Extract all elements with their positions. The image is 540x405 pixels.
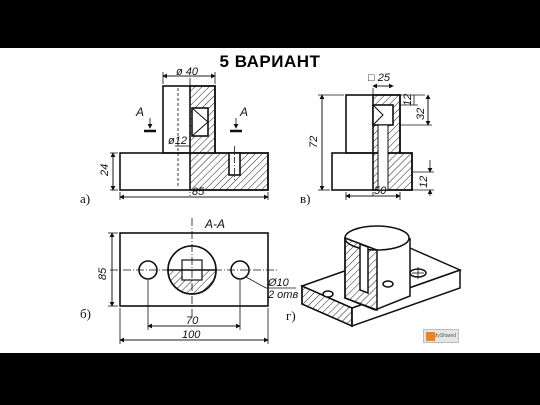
dim-v-12-top: 12 [402, 94, 414, 106]
dim-v-sq25: □ 25 [368, 72, 391, 84]
dim-b-d10: Ø10 [267, 277, 290, 289]
view-b-label: б) [80, 306, 91, 321]
slide-title: 5 ВАРИАНТ [219, 52, 321, 71]
dim-v-12-bottom: 12 [418, 176, 430, 188]
dim-b-2holes: 2 отв [267, 289, 298, 301]
section-mark-a-left: A [135, 105, 144, 119]
view-a-front [119, 78, 269, 196]
watermark-text: MyShared [433, 333, 456, 339]
view-b-dimensions [108, 232, 296, 344]
dim-b-70: 70 [186, 315, 199, 327]
dim-v-32: 32 [415, 108, 427, 120]
watermark-logo: MyShared [423, 329, 459, 343]
dim-a-24: 24 [99, 164, 111, 177]
view-a-label: а) [80, 191, 90, 206]
view-v-label: в) [300, 191, 310, 206]
view-g-label: г) [286, 308, 296, 323]
dim-b-100: 100 [182, 329, 201, 341]
dim-v-72: 72 [308, 136, 320, 148]
dim-a-85: 85 [192, 186, 205, 198]
view-a-dimensions [110, 72, 269, 200]
view-b-section [110, 218, 278, 318]
section-mark-a-right: A [239, 105, 248, 119]
dim-a-d40: ø 40 [176, 66, 199, 78]
section-title-a-a: A-A [204, 217, 225, 231]
view-v-side [331, 88, 413, 196]
drawing-canvas: ø 40 A A ø12 24 85 а) [80, 66, 463, 344]
dim-b-85: 85 [97, 267, 109, 280]
dim-a-d12: ø12 [168, 135, 187, 147]
view-g-isometric [299, 225, 463, 328]
slide: 5 ВАРИАНТ [0, 48, 540, 353]
watermark-icon [426, 332, 435, 341]
dim-v-50: 50 [374, 185, 387, 197]
view-v-dimensions [318, 83, 434, 200]
